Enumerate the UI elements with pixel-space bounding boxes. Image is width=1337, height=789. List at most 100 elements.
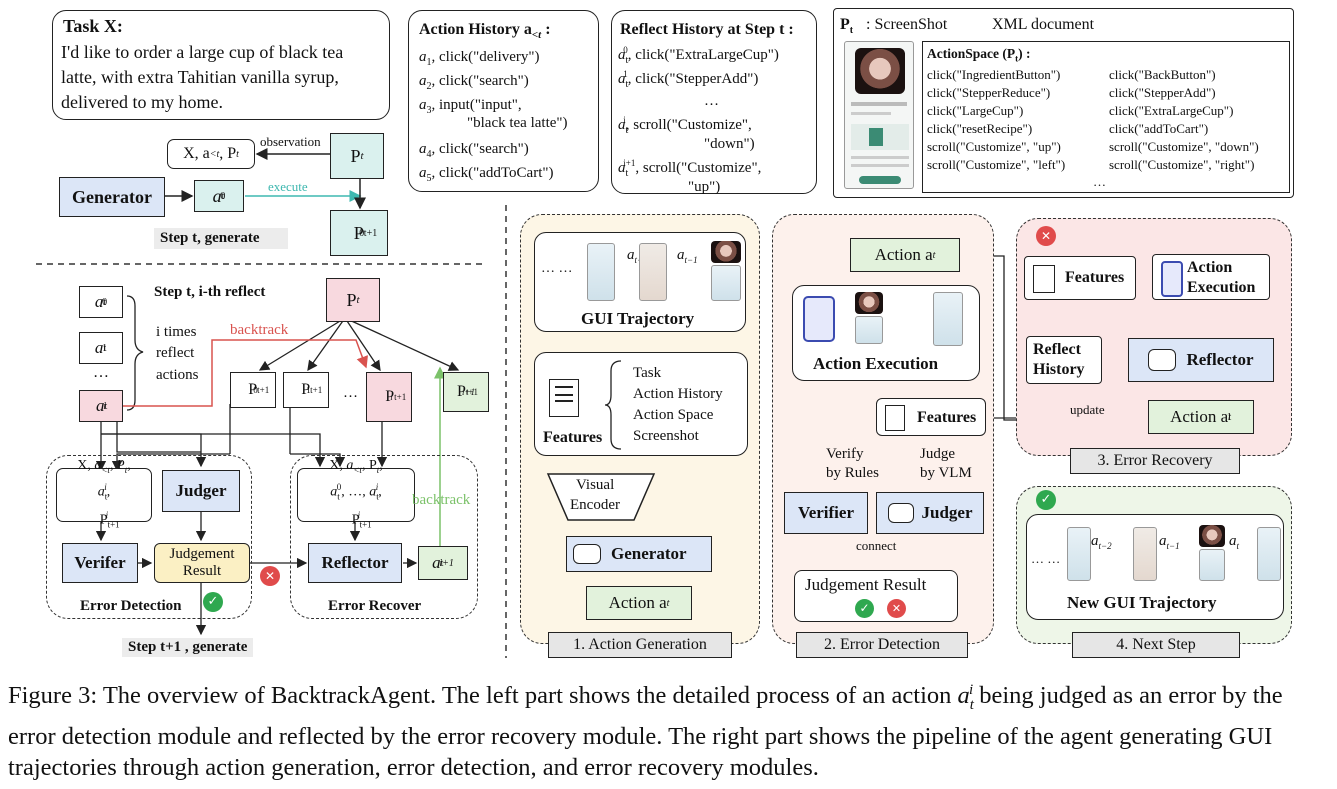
feature-action-history: Action History bbox=[633, 386, 723, 402]
generator-node-right: Generator bbox=[566, 536, 712, 572]
action-history-item-3b: "black tea latte") bbox=[467, 115, 568, 131]
as-col2-3: click("addToCart") bbox=[1109, 121, 1209, 136]
stage-4-label: 4. Next Step bbox=[1072, 632, 1240, 658]
features-label-2: Features bbox=[917, 409, 977, 426]
document-icon bbox=[885, 405, 905, 431]
action-exec-box-3: Action Execution bbox=[1152, 254, 1270, 300]
a-t-ellipsis: … bbox=[93, 364, 109, 381]
feature-screenshot: Screenshot bbox=[633, 428, 699, 444]
i-times-label: i times bbox=[156, 324, 197, 340]
verify-rules-2: by Rules bbox=[826, 465, 879, 481]
action-exec3-l2: Execution bbox=[1187, 279, 1256, 296]
step-next-label: Step t+1 , generate bbox=[122, 638, 254, 657]
backtrack-red-label: backtrack bbox=[230, 322, 289, 338]
as-col2-1: click("StepperAdd") bbox=[1109, 85, 1216, 100]
generator-node-left: Generator bbox=[59, 177, 165, 217]
action-space-title: ActionSpace (Pt) : bbox=[927, 46, 1031, 64]
reflect-history-l2: History bbox=[1033, 361, 1085, 378]
as-col2-0: click("BackButton") bbox=[1109, 67, 1216, 82]
verifier-node: Verifier bbox=[784, 492, 868, 534]
features-label-1: Features bbox=[543, 429, 603, 446]
features-box-3: Features bbox=[1024, 256, 1136, 300]
action-history-item-2: a2, click("search") bbox=[419, 73, 529, 92]
as-col2-4: scroll("Customize", "down") bbox=[1109, 139, 1259, 154]
task-line-1: I'd like to order a large cup of black t… bbox=[61, 42, 344, 62]
action-history-item-4: a4, click("search") bbox=[419, 141, 529, 160]
traj-thumb-3 bbox=[711, 241, 741, 263]
as-ellipsis: … bbox=[1093, 174, 1106, 189]
as-col1-3: click("resetRecipe") bbox=[927, 121, 1033, 136]
traj-thumb-2 bbox=[639, 243, 667, 301]
action-history-item-5: a5, click("addToCart") bbox=[419, 165, 554, 184]
reflect-item-i-2: "down") bbox=[704, 136, 755, 152]
ed-input-box: X, a<t, Pt, ati, Pt+1i bbox=[56, 458, 152, 529]
action-history-box: Action History a<t : a1, click("delivery… bbox=[408, 10, 599, 192]
task-box: Task X: I'd like to order a large cup of… bbox=[52, 10, 390, 120]
visual-encoder-shape bbox=[546, 473, 656, 521]
as-col1-5: scroll("Customize", "left") bbox=[927, 157, 1066, 172]
step-generate-label: Step t, generate bbox=[154, 228, 288, 249]
reflect-label: reflect bbox=[156, 345, 195, 361]
task-line-2: latte, with extra Tahitian vanilla syrup… bbox=[61, 67, 339, 87]
as-col1-4: scroll("Customize", "up") bbox=[927, 139, 1061, 154]
action-exec3-l1: Action bbox=[1187, 259, 1233, 276]
as-col1-2: click("LargeCup") bbox=[927, 103, 1024, 118]
verify-rules-1: Verify bbox=[826, 446, 864, 462]
reflect-history-node: Reflect History bbox=[1026, 336, 1102, 384]
action-execution-label: Action Execution bbox=[813, 354, 939, 373]
figure-caption: Figure 3: The overview of BacktrackAgent… bbox=[8, 682, 1283, 782]
phone-screenshot bbox=[844, 41, 914, 189]
check-icon: ✓ bbox=[1036, 490, 1056, 510]
stage-3-label: 3. Error Recovery bbox=[1070, 448, 1240, 474]
new-gui-trajectory-label: New GUI Trajectory bbox=[1067, 593, 1217, 612]
backtrack-green-label: backtrack bbox=[412, 492, 471, 508]
verifer-node: Verifer bbox=[62, 543, 138, 583]
reflect-history-l1: Reflect bbox=[1033, 341, 1081, 358]
action-history-title: Action History a<t : bbox=[419, 21, 551, 42]
action-history-item-3: a3, input("input", bbox=[419, 97, 522, 116]
judge-vlm-1: Judge bbox=[920, 446, 955, 462]
task-title: Task X: bbox=[63, 16, 123, 36]
as-col1-1: click("StepperReduce") bbox=[927, 85, 1051, 100]
as-col2-2: click("ExtraLargeCup") bbox=[1109, 103, 1234, 118]
traj-thumb-1 bbox=[587, 243, 615, 301]
judgement-result-label-right: Judgement Result bbox=[805, 575, 927, 594]
robot-icon bbox=[1148, 349, 1177, 371]
phone-app-icon bbox=[1161, 261, 1183, 297]
connect-label: connect bbox=[856, 538, 897, 553]
er-input-box: X, a<t, Pt, at0, …, ati, Pt+1i bbox=[297, 458, 415, 529]
reflect-item-i1: ati+1, scroll("Customize", bbox=[618, 158, 762, 179]
reflect-history-title: Reflect History at Step t : bbox=[620, 21, 794, 38]
cross-icon: ✕ bbox=[887, 599, 906, 618]
error-detection-label: Error Detection bbox=[80, 598, 182, 614]
visual-encoder-label-2: Encoder bbox=[570, 497, 620, 513]
as-col1-0: click("IngredientButton") bbox=[927, 67, 1061, 82]
reflector-node-left: Reflector bbox=[308, 543, 402, 583]
reflect-item-1: at1, click("StepperAdd") bbox=[618, 69, 759, 90]
reflect-history-box: Reflect History at Step t : at0, click("… bbox=[611, 10, 817, 195]
screenshot-panel: Pt : ScreenShot XML document ActionSpace… bbox=[833, 8, 1294, 198]
action-history-item-1: a1, click("delivery") bbox=[419, 49, 540, 68]
as-col2-5: scroll("Customize", "right") bbox=[1109, 157, 1255, 172]
document-icon bbox=[1033, 265, 1055, 293]
exec-thumb-2 bbox=[933, 292, 963, 346]
error-recover-label: Error Recover bbox=[328, 598, 422, 614]
robot-icon bbox=[887, 503, 914, 523]
screenshot-label: : ScreenShot bbox=[866, 16, 948, 33]
judgement-result-box-right: Judgement Result ✓ ✕ bbox=[794, 570, 958, 622]
phone-app-icon bbox=[803, 296, 835, 342]
action-space-box: ActionSpace (Pt) : click("IngredientButt… bbox=[922, 41, 1290, 193]
error-detection-group bbox=[46, 455, 252, 619]
